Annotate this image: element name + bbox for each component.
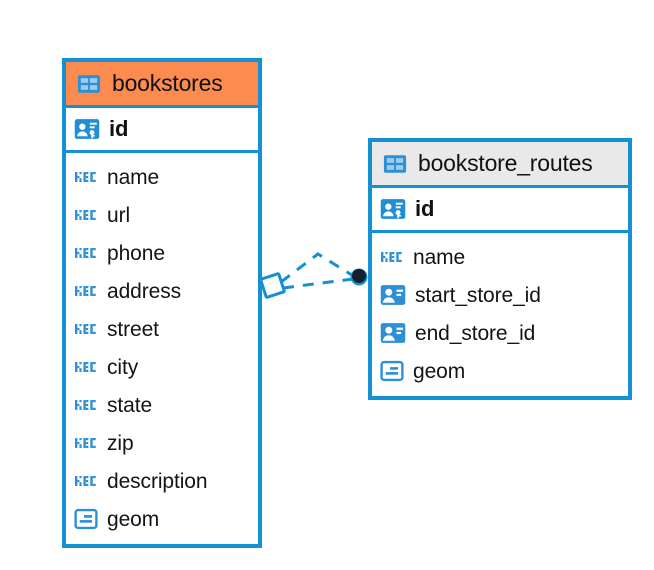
field-row[interactable]: zip [66,424,258,462]
field-row[interactable]: city [66,348,258,386]
field-row[interactable]: description [66,462,258,500]
table-grid-icon [383,154,407,173]
field-row[interactable]: address [66,272,258,310]
geometry-type-icon [380,360,404,382]
filled-circle-marker [350,268,368,286]
field-label: description [107,469,208,493]
diamond-outline-marker [259,272,286,299]
field-list-bookstore-routes: name start_store_id [372,233,628,394]
field-row[interactable]: name [66,158,258,196]
field-row[interactable]: name [372,238,628,276]
foreign-key-icon [380,323,406,343]
entity-title: bookstore_routes [418,150,593,176]
relationship-line-upper [280,252,356,284]
entity-primary-key-row[interactable]: id [372,188,628,233]
text-type-icon [75,400,96,410]
text-type-icon [381,252,402,262]
field-label: phone [107,241,165,265]
text-type-icon [75,362,96,372]
field-row[interactable]: street [66,310,258,348]
table-grid-icon [77,74,101,93]
field-row[interactable]: end_store_id [372,314,628,352]
text-type-icon [75,248,96,258]
primary-key-label: id [109,116,129,141]
entity-table-bookstores[interactable]: bookstores id [62,58,262,548]
foreign-key-icon [380,285,406,305]
text-type-icon [75,324,96,334]
field-row[interactable]: state [66,386,258,424]
field-row[interactable]: geom [372,352,628,390]
field-label: state [107,393,153,417]
text-type-icon [75,172,96,182]
field-label: zip [107,431,134,455]
relationship-line-lower [282,277,354,290]
field-label: street [107,317,159,341]
field-label: start_store_id [415,283,541,307]
field-row[interactable]: start_store_id [372,276,628,314]
entity-title: bookstores [112,70,223,96]
field-label: name [413,245,466,269]
entity-header-bookstores[interactable]: bookstores [66,62,258,108]
field-list-bookstores: name url [66,153,258,542]
primary-key-icon [74,119,100,139]
geometry-type-icon [74,508,98,530]
field-label: url [107,203,131,227]
field-row[interactable]: geom [66,500,258,538]
field-label: name [107,165,160,189]
primary-key-label: id [415,196,435,221]
field-label: geom [413,359,466,383]
primary-key-icon [380,199,406,219]
text-type-icon [75,476,96,486]
field-row[interactable]: phone [66,234,258,272]
entity-table-bookstore-routes[interactable]: bookstore_routes id [368,138,632,400]
entity-primary-key-row[interactable]: id [66,108,258,153]
field-label: geom [107,507,160,531]
field-row[interactable]: url [66,196,258,234]
text-type-icon [75,286,96,296]
field-label: address [107,279,182,303]
entity-header-bookstore-routes[interactable]: bookstore_routes [372,142,628,188]
text-type-icon [75,438,96,448]
field-label: end_store_id [415,321,536,345]
field-label: city [107,355,139,379]
text-type-icon [75,210,96,220]
